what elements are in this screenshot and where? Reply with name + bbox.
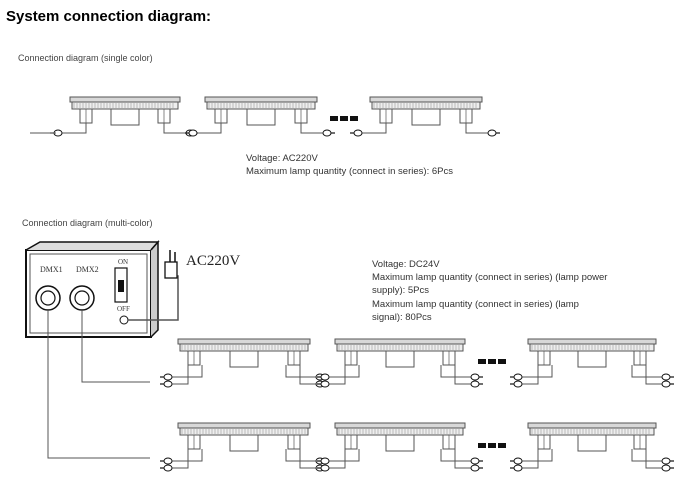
wall-washer-lamp-icon xyxy=(527,338,657,368)
wall-washer-lamp-icon xyxy=(177,338,311,368)
wall-washer-lamp-icon xyxy=(369,96,483,126)
plug-connector-icon xyxy=(510,373,523,381)
multi-max-signal-1: Maximum lamp quantity (connect in series… xyxy=(372,299,579,310)
dmx1-label: DMX1 xyxy=(40,265,63,274)
ellipsis-dots-icon xyxy=(478,443,506,448)
plug-connector-icon xyxy=(510,380,523,388)
plug-connector-icon xyxy=(160,373,173,381)
plug-connector-icon xyxy=(317,373,330,381)
plug-connector-icon xyxy=(317,380,330,388)
ellipsis-dots-icon xyxy=(330,116,358,121)
single-voltage: Voltage: AC220V xyxy=(246,153,318,164)
plug-connector-icon xyxy=(317,457,330,465)
multi-color-heading: Connection diagram (multi-color) xyxy=(22,218,153,228)
multi-max-signal-2: signal): 80Pcs xyxy=(372,312,432,323)
plug-connector-icon xyxy=(470,464,483,472)
wall-washer-lamp-icon xyxy=(527,422,657,452)
plug-connector-icon xyxy=(470,380,483,388)
switch-off-label: OFF xyxy=(117,305,130,313)
plug-connector-icon xyxy=(510,464,523,472)
multi-max-power-1: Maximum lamp quantity (connect in series… xyxy=(372,272,608,283)
power-label: AC220V xyxy=(186,253,241,269)
plug-connector-icon xyxy=(317,464,330,472)
plug-connector-icon xyxy=(160,457,173,465)
plug-connector-icon xyxy=(661,464,674,472)
wall-washer-lamp-icon xyxy=(177,422,311,452)
plug-connector-icon xyxy=(510,457,523,465)
plug-connector-icon xyxy=(350,129,363,137)
plug-connector-icon xyxy=(470,373,483,381)
plug-connector-icon xyxy=(322,129,335,137)
dmx2-label: DMX2 xyxy=(76,265,99,274)
wall-washer-lamp-icon xyxy=(69,96,181,126)
single-max-qty: Maximum lamp quantity (connect in series… xyxy=(246,166,453,177)
plug-connector-icon xyxy=(661,373,674,381)
switch-on-label: ON xyxy=(118,258,129,266)
controller-box-icon xyxy=(25,240,160,338)
plug-connector-icon xyxy=(487,129,500,137)
plug-connector-icon xyxy=(661,380,674,388)
plug-connector-icon xyxy=(661,457,674,465)
plug-connector-icon xyxy=(160,464,173,472)
page-title: System connection diagram: xyxy=(6,8,212,25)
single-color-heading: Connection diagram (single color) xyxy=(18,53,153,63)
wall-washer-lamp-icon xyxy=(334,422,466,452)
plug-connector-icon xyxy=(185,129,198,137)
ellipsis-dots-icon xyxy=(478,359,506,364)
plug-connector-icon xyxy=(160,380,173,388)
wall-washer-lamp-icon xyxy=(334,338,466,368)
power-plug-icon xyxy=(164,250,178,279)
multi-max-power-2: supply): 5Pcs xyxy=(372,285,430,296)
plug-connector-icon xyxy=(470,457,483,465)
multi-voltage: Voltage: DC24V xyxy=(372,259,440,270)
wall-washer-lamp-icon xyxy=(204,96,318,126)
